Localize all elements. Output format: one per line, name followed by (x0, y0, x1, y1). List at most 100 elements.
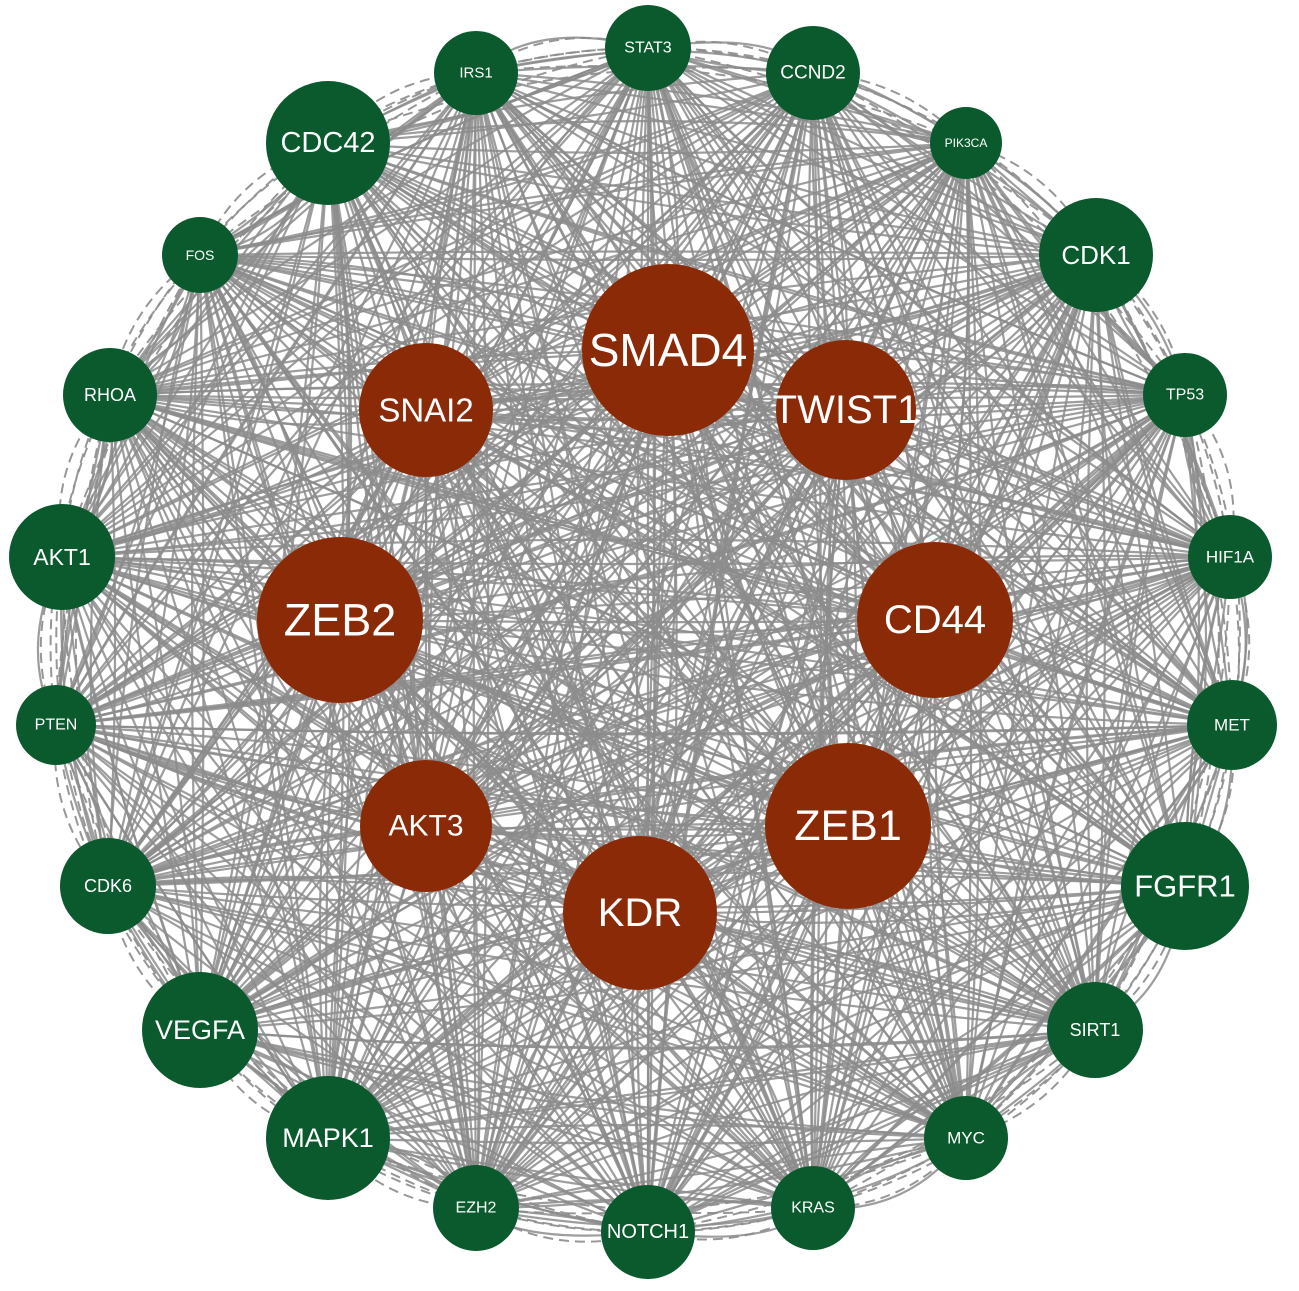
dashed-edge-CDK6-RHOA (74, 394, 111, 887)
node-fos: FOS (162, 217, 238, 293)
dashed-edge-CCND2-TP53 (812, 72, 1186, 396)
node-label-rhoa: RHOA (84, 385, 136, 405)
dashed-edge-NOTCH1-VEGFA (199, 1029, 649, 1233)
node-label-tp53: TP53 (1166, 387, 1204, 404)
edge-AKT1-HIF1A (61, 538, 1231, 559)
edge-AKT1-FGFR1 (61, 555, 1186, 888)
node-circle-zeb2 (257, 537, 423, 703)
edge-HIF1A-PTEN (55, 555, 1231, 727)
node-circle-cd44 (857, 542, 1013, 698)
edge-ZEB1-CDK6 (107, 822, 849, 888)
dashed-edge-RHOA-IRS1 (109, 72, 477, 396)
edge-MET-VEGFA (199, 723, 1233, 1032)
node-circle-met (1187, 680, 1277, 770)
edge-CDC42-PTEN (54, 142, 329, 726)
edge-RHOA-HIF1A (109, 393, 1231, 559)
node-circle-kdr (563, 836, 717, 990)
node-circle-stat3 (605, 5, 691, 91)
edge-CDK1-VEGFA (199, 254, 1097, 1031)
node-tp53: TP53 (1143, 353, 1227, 437)
edge-CDK6-MYC (107, 884, 967, 1140)
node-label-cd44: CD44 (884, 598, 986, 642)
node-circle-smad4 (582, 264, 754, 436)
edge-TP53-KRAS (811, 394, 1186, 1209)
node-circle-cdc42 (266, 81, 390, 205)
node-stat3: STAT3 (605, 5, 691, 91)
edge-CCND2-MET (812, 72, 1233, 726)
node-circle-fos (162, 217, 238, 293)
node-sirt1: SIRT1 (1047, 982, 1143, 1078)
edge-CDK6-EZH2 (107, 885, 477, 1209)
edge-KDR-PIK3CA (638, 142, 967, 914)
edge-AKT1-KRAS (61, 556, 814, 1209)
edge-IRS1-CDK1 (475, 71, 1097, 257)
node-circle-ezh2 (433, 1165, 519, 1251)
edge-MET-CDK6 (107, 723, 1233, 888)
edge-TP53-FGFR1 (1183, 394, 1208, 887)
node-myc: MYC (924, 1096, 1008, 1180)
dashed-edge-FOS-STAT3 (199, 47, 649, 256)
node-label-sirt1: SIRT1 (1070, 1020, 1121, 1040)
node-twist1: TWIST1 (773, 340, 919, 480)
node-akt3: AKT3 (360, 760, 492, 892)
edge-SIRT1-EZH2 (475, 1028, 1096, 1210)
edge-PIK3CA-FOS (199, 141, 967, 257)
node-label-snai2: SNAI2 (378, 392, 473, 429)
edge-CDK1-PTEN (55, 254, 1097, 727)
dashed-edge-EZH2-CDK6 (107, 885, 477, 1209)
edge-CCND2-HIF1A (812, 72, 1231, 558)
edge-TP53-PTEN (55, 393, 1186, 727)
edge-PIK3CA-MAPK1 (327, 142, 967, 1139)
edge-VEGFA-KRAS (199, 1028, 814, 1210)
edge-PTEN-MYC (55, 724, 967, 1140)
edge-PIK3CA-FOS (199, 141, 967, 257)
edge-AKT1-MET (61, 555, 1233, 727)
edge-RHOA-MYC (109, 394, 967, 1139)
edge-VEGFA-KRAS (199, 1028, 814, 1210)
dashed-edge-FGFR1-KRAS (812, 885, 1186, 1209)
edge-CDC42-PIK3CA (327, 141, 967, 155)
dashed-edge-VEGFA-AKT1 (61, 556, 201, 1031)
node-label-zeb1: ZEB1 (794, 802, 902, 850)
edge-PIK3CA-SIRT1 (964, 142, 1097, 1031)
dashed-edge-IRS1-PIK3CA (475, 65, 967, 144)
node-label-mapk1: MAPK1 (282, 1123, 374, 1153)
node-circle-tp53 (1143, 353, 1227, 437)
edge-FGFR1-MAPK1 (327, 884, 1186, 1140)
edge-PIK3CA-VEGFA (199, 142, 967, 1031)
edge-CDC42-MET (327, 142, 1233, 726)
dashed-edge-TP53-FGFR1 (1184, 394, 1220, 887)
node-pten: PTEN (16, 685, 96, 765)
edge-VEGFA-MYC (199, 1028, 967, 1140)
edge-CDC42-HIF1A (327, 142, 1231, 559)
edge-MAPK1-MYC (327, 1123, 967, 1140)
node-circle-twist1 (776, 340, 916, 480)
edge-TP53-AKT1 (61, 393, 1186, 559)
edge-MET-MYC (965, 724, 1233, 1139)
edge-MYC-EZH2 (475, 1136, 967, 1210)
edge-TP53-VEGFA (199, 394, 1186, 1031)
edge-TWIST1-CDC42 (327, 141, 847, 411)
dashed-edge-CDC42-CCND2 (327, 66, 814, 144)
edge-AKT1-EZH2 (61, 556, 477, 1209)
dashed-edge-STAT3-CDK1 (647, 47, 1097, 256)
edge-SNAI2-SIRT1 (425, 409, 1096, 1031)
edge-FGFR1-NOTCH1 (647, 885, 1186, 1233)
node-circle-cdk1 (1039, 198, 1153, 312)
edge-SIRT1-MAPK1 (327, 1028, 1096, 1140)
edge-CCND2-FOS (199, 71, 814, 257)
edge-TP53-FGFR1 (1183, 394, 1201, 887)
edge-RHOA-MYC (109, 394, 967, 1139)
dashed-edge-CDK1-MET (1095, 254, 1233, 726)
node-circle-zeb1 (765, 743, 931, 909)
edge-CDK1-MAPK1 (327, 254, 1097, 1139)
edge-MET-NOTCH1 (647, 724, 1233, 1233)
node-zeb2: ZEB2 (257, 537, 423, 703)
node-circle-hif1a (1188, 515, 1272, 599)
edge-AKT1-NOTCH1 (61, 556, 649, 1233)
edge-CCND2-HIF1A (812, 72, 1231, 558)
edge-CDC42-TP53 (327, 141, 1186, 397)
edge-CCND2-FGFR1 (812, 72, 1187, 887)
edge-FOS-CDK1 (199, 250, 1097, 257)
node-kdr: KDR (563, 836, 717, 990)
